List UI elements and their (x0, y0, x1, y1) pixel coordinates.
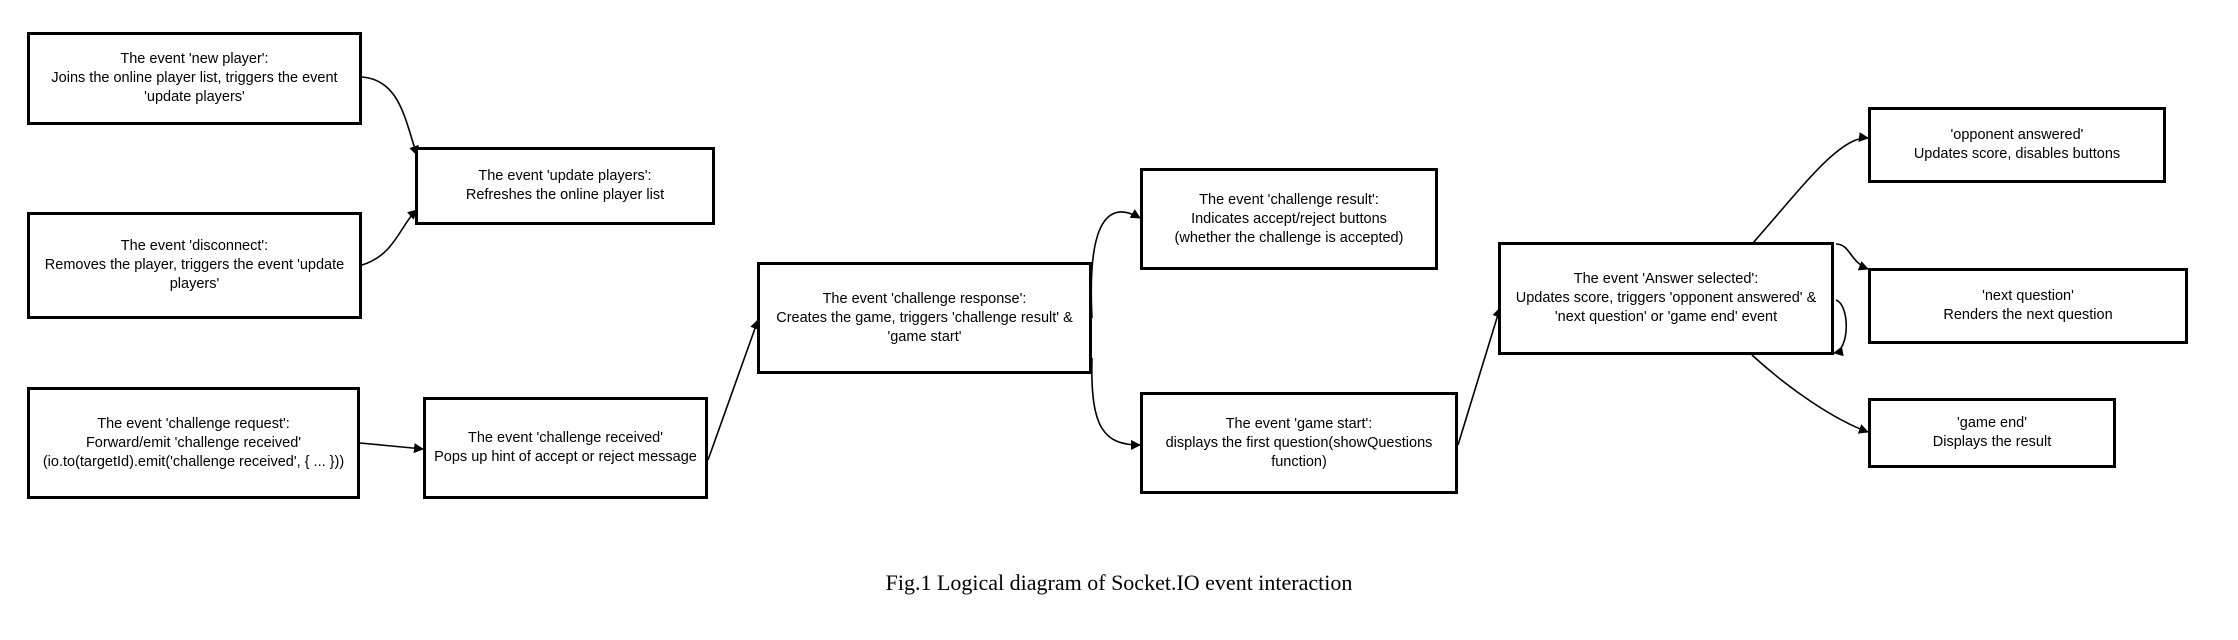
node-update-players-line-2: Refreshes the online player list (465, 187, 665, 203)
node-disconnect: The event 'disconnect': Removes the play… (27, 212, 362, 319)
edge-challenge-received-to-challenge-response (707, 319, 760, 461)
node-challenge-result-line-1: The event 'challenge result': (1199, 191, 1379, 208)
node-next-question-line-1: 'next question' (1982, 288, 2074, 304)
node-game-end-line-2: Displays the result (1932, 434, 2052, 450)
node-game-end-line-1: 'game end' (1956, 415, 2028, 431)
node-update-players-line-1: The event 'update players': (478, 168, 652, 184)
edge-next-question-to-answer-selected (1833, 299, 1847, 357)
node-answer-selected-line-1: The event 'Answer selected': (1573, 271, 1759, 287)
node-new-player-line-1: The event 'new player': (120, 51, 269, 67)
node-challenge-result: The event 'challenge result': Indicates … (1140, 168, 1438, 270)
node-new-player-line-2: Joins the online player list, triggers t… (51, 70, 338, 86)
node-game-start-line-2: displays the first question(showQuestion… (1165, 434, 1433, 451)
edge-answer-selected-to-next-question (1835, 243, 1869, 271)
node-opponent-answered-line-2: Updates score, disables buttons (1913, 146, 2121, 162)
node-disconnect-line-1: The event 'disconnect': (120, 238, 269, 254)
node-game-end: 'game end' Displays the result (1868, 398, 2116, 468)
node-new-player: The event 'new player': Joins the online… (27, 32, 362, 125)
node-challenge-response: The event 'challenge response': Creates … (757, 262, 1092, 374)
node-challenge-request-line-2: Forward/emit 'challenge received' (85, 434, 302, 451)
edge-answer-selected-to-opponent-answered (1751, 132, 1869, 245)
figure-caption: Fig.1 Logical diagram of Socket.IO event… (885, 570, 1353, 595)
node-challenge-response-line-3: 'game start' (887, 328, 962, 345)
node-challenge-request-line-1: The event 'challenge request': (97, 415, 290, 432)
node-answer-selected-line-3: 'next question' or 'game end' event (1554, 309, 1778, 325)
node-challenge-received-line-2: Pops up hint of accept or reject message (434, 449, 697, 465)
node-game-start: The event 'game start': displays the fir… (1140, 392, 1458, 494)
node-challenge-response-line-1: The event 'challenge response': (822, 290, 1027, 307)
edge-challenge-response-to-game-start (1091, 357, 1141, 450)
node-new-player-line-3: 'update players' (144, 89, 245, 105)
node-answer-selected-line-2: Updates score, triggers 'opponent answer… (1515, 290, 1817, 306)
node-next-question-line-2: Renders the next question (1943, 307, 2113, 323)
node-disconnect-line-2: Removes the player, triggers the event '… (44, 257, 345, 273)
node-disconnect-line-3: players' (169, 276, 220, 292)
node-challenge-received-line-1: The event 'challenge received' (468, 430, 663, 446)
node-opponent-answered-line-1: 'opponent answered' (1950, 127, 2084, 143)
node-challenge-request-line-3: (io.to(targetId).emit('challenge receive… (42, 453, 345, 470)
node-next-question: 'next question' Renders the next questio… (1868, 268, 2188, 344)
node-game-start-line-3: function) (1271, 453, 1327, 470)
edge-challenge-response-to-challenge-result (1090, 209, 1141, 319)
node-challenge-received: The event 'challenge received' Pops up h… (423, 397, 708, 499)
node-opponent-answered: 'opponent answered' Updates score, disab… (1868, 107, 2166, 183)
node-answer-selected: The event 'Answer selected': Updates sco… (1498, 242, 1834, 355)
node-challenge-result-line-3: (whether the challenge is accepted) (1174, 229, 1404, 246)
node-challenge-response-line-2: Creates the game, triggers 'challenge re… (776, 309, 1073, 326)
edge-disconnect-to-update-players (361, 209, 418, 266)
edge-answer-selected-to-game-end (1751, 354, 1869, 434)
node-challenge-result-line-2: Indicates accept/reject buttons (1191, 210, 1387, 227)
edge-new-player-to-update-players (361, 76, 419, 156)
node-update-players: The event 'update players': Refreshes th… (415, 147, 715, 225)
edge-challenge-request-to-challenge-received (359, 442, 424, 454)
node-game-start-line-1: The event 'game start': (1225, 415, 1373, 432)
edge-game-start-to-answer-selected (1457, 307, 1503, 446)
node-challenge-request: The event 'challenge request': Forward/e… (27, 387, 360, 499)
